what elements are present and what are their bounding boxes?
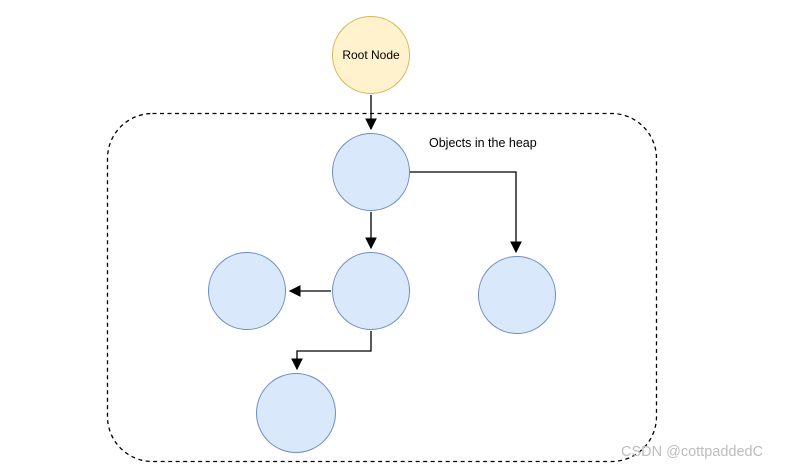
heap-label: Objects in the heap (429, 136, 537, 150)
watermark-text: CSDN @cottpaddedC (621, 444, 764, 460)
edge-midcenter-to-bottom (291, 331, 372, 371)
node-bottom[interactable] (256, 373, 336, 453)
node-right[interactable] (478, 256, 556, 334)
node-root-label: Root Node (342, 48, 400, 62)
edge-heaptop-to-right (410, 171, 522, 254)
node-heap-top[interactable] (332, 133, 410, 211)
node-mid-left[interactable] (208, 252, 286, 330)
node-mid-center[interactable] (332, 252, 410, 330)
node-root[interactable]: Root Node (332, 16, 410, 94)
